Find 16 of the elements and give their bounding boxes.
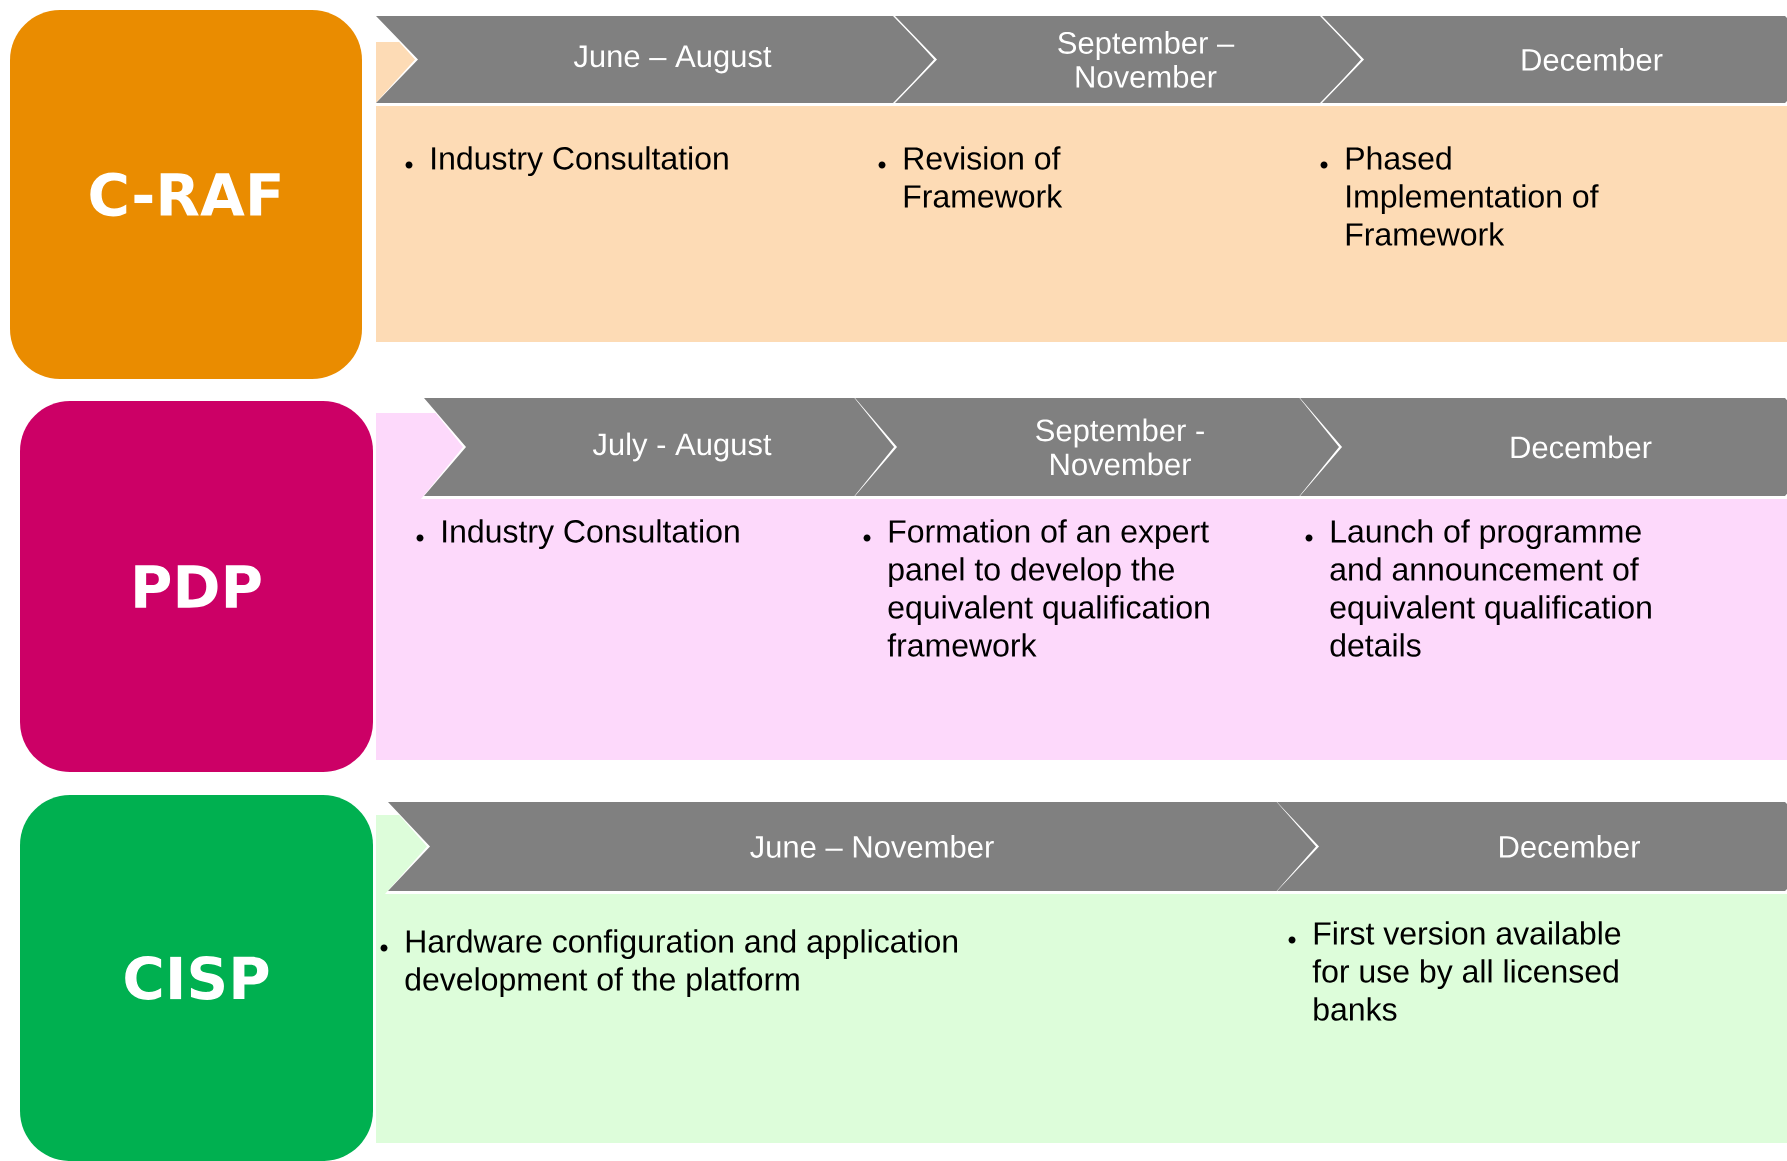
- chevron-step: June – November: [385, 799, 1325, 894]
- bullet-text: Formation of an expert panel to develop the equivalent qualification framework: [887, 519, 1209, 657]
- bullet-text: Launch of programme and announcement of equivalent qualification details: [1330, 519, 1651, 657]
- label-box: CISP: [20, 795, 373, 1161]
- chevron-step: December: [1297, 395, 1787, 499]
- bullet-text: Industry Consultation: [432, 146, 728, 176]
- bullet-text: Hardware configuration and application development of the platform: [405, 929, 957, 998]
- bullet-text: First version available for use by all licensed banks: [1312, 921, 1621, 1021]
- label-box: PDP: [20, 401, 373, 772]
- chevron-step: December: [1274, 799, 1787, 894]
- bullet-text: Revision of Framework: [904, 146, 1063, 208]
- chevron-step: June – August: [373, 13, 938, 106]
- bullet-text: Industry Consultation: [443, 519, 739, 550]
- label-box: C-RAF: [10, 10, 362, 379]
- bullet-text: Phased Implementation of Framework: [1346, 146, 1599, 246]
- chevron-step: December: [1319, 13, 1787, 106]
